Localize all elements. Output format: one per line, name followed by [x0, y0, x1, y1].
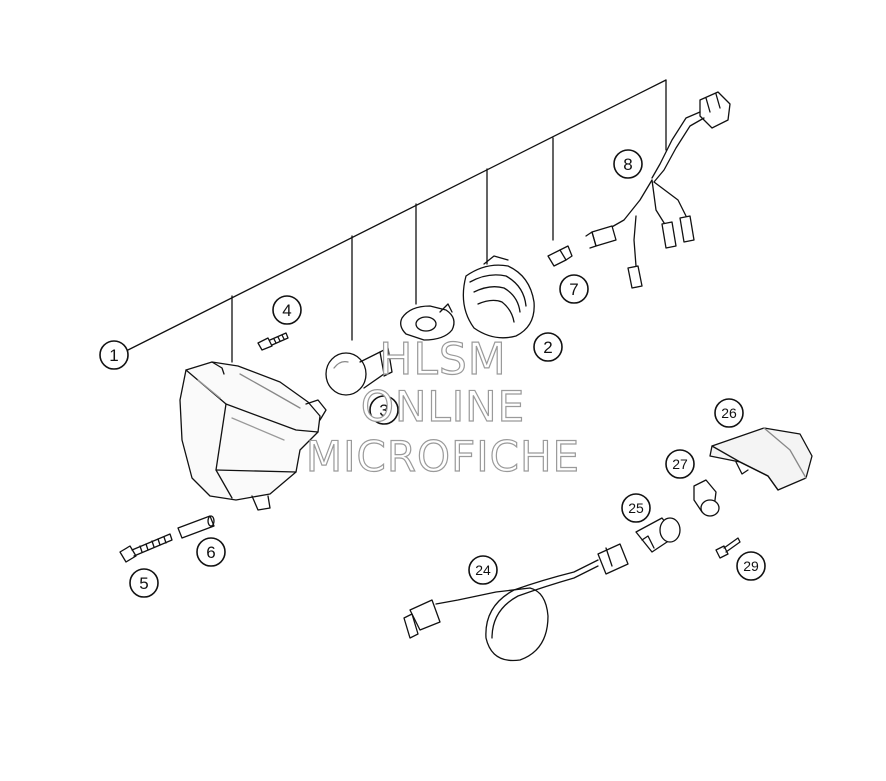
screw-29: [715, 537, 741, 559]
callout-4-label: 4: [282, 301, 291, 320]
headlight-housing: [179, 361, 327, 511]
tail-light-wire-24: [403, 543, 629, 662]
callout-7-label: 7: [569, 280, 578, 299]
screw-4: [257, 332, 289, 351]
spacer-sleeve-6: [177, 515, 215, 539]
callout-5: 5: [129, 568, 159, 598]
callout-1-label: 1: [109, 346, 118, 365]
callout-3-label: 3: [379, 401, 388, 420]
callout-6-label: 6: [206, 543, 215, 562]
callout-6: 6: [196, 537, 226, 567]
callout-24-label: 24: [475, 562, 491, 578]
rubber-boot-2: [462, 255, 535, 339]
tail-bulb-25: [635, 517, 681, 553]
callout-1: 1: [99, 340, 129, 370]
callout-2: 2: [533, 332, 563, 362]
callout-8: 8: [613, 149, 643, 179]
callout-2-label: 2: [543, 338, 552, 357]
callout-25-label: 25: [628, 500, 644, 516]
callout-27-label: 27: [672, 456, 688, 472]
parking-bulb-7: [547, 245, 573, 267]
callouts: 1 2 3 4 5 6 7 8: [99, 149, 766, 598]
callout-8-label: 8: [623, 155, 632, 174]
tail-light-lens-26: [709, 427, 813, 491]
callout-24: 24: [468, 555, 498, 585]
callout-5-label: 5: [139, 574, 148, 593]
callout-4: 4: [272, 295, 302, 325]
callout-29: 29: [736, 551, 766, 581]
wiring-harness-8: [585, 91, 731, 289]
callout-25: 25: [621, 493, 651, 523]
callout-29-label: 29: [743, 558, 759, 574]
callout-26: 26: [714, 398, 744, 428]
callout-7: 7: [559, 274, 589, 304]
bulb-retainer-plate: [400, 303, 455, 341]
callout-27: 27: [665, 449, 695, 479]
callout-3: 3: [369, 395, 399, 425]
bulb-holder-27: [693, 479, 720, 517]
bolt-5: [119, 533, 173, 563]
callout-26-label: 26: [721, 405, 737, 421]
assembly-leader-lines: [127, 79, 667, 363]
headlight-bulb-3: [325, 347, 393, 396]
